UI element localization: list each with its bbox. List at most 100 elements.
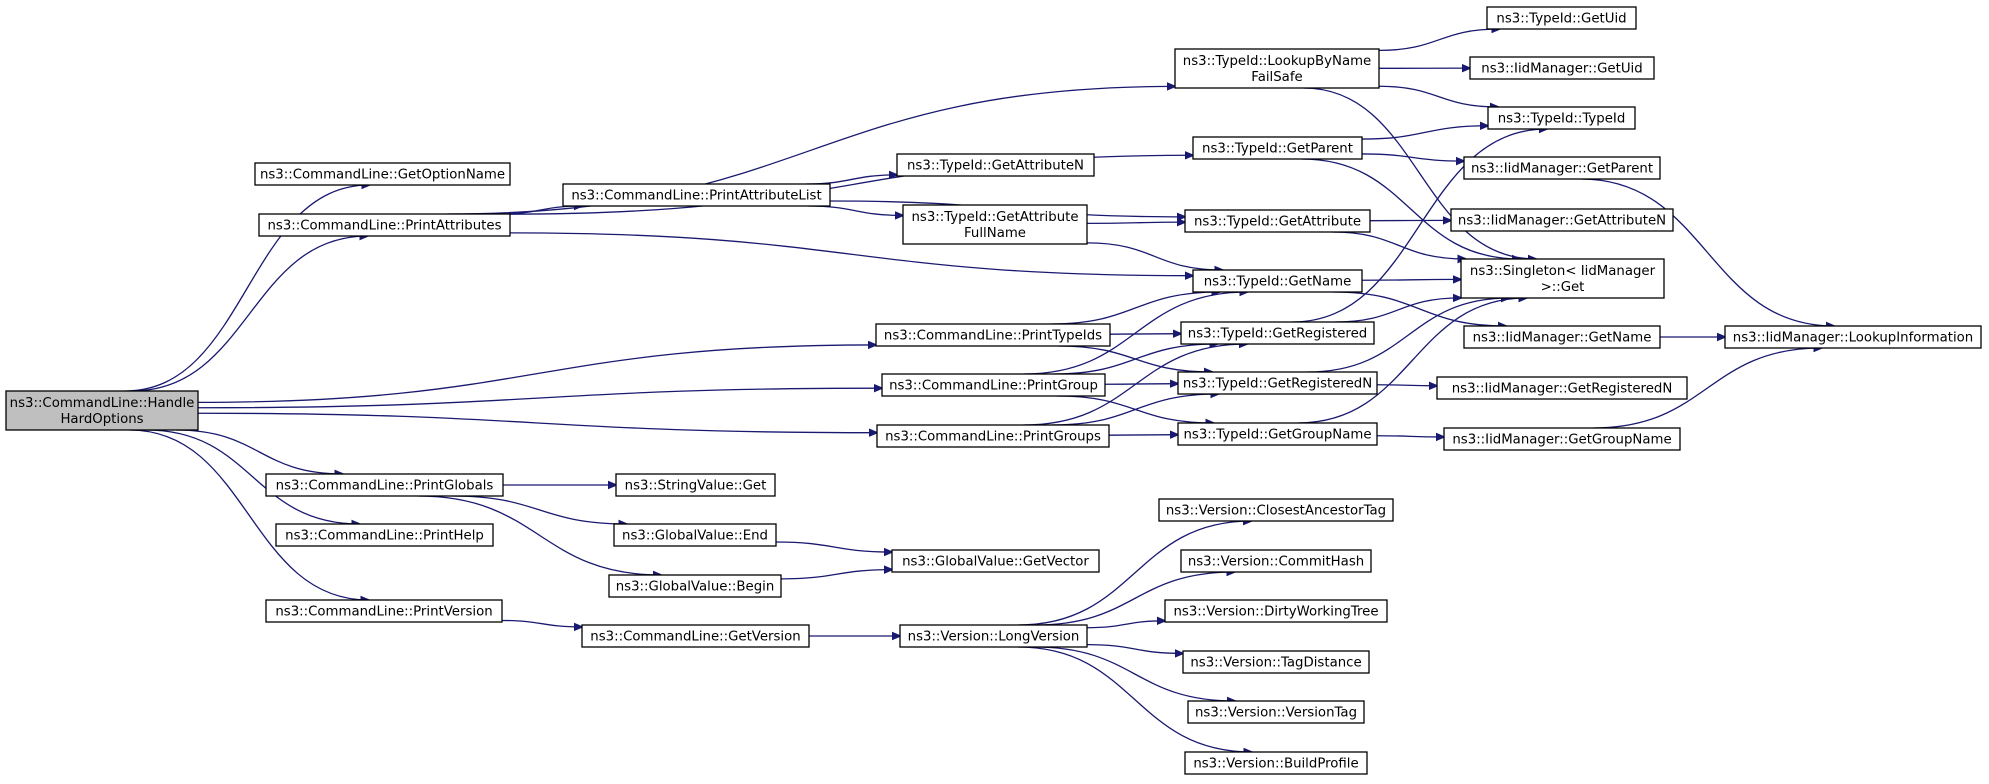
node-box xyxy=(899,624,1088,648)
edge-iidGetGroupName-to-lookupInformation xyxy=(1593,348,1821,429)
node-printTypeIds[interactable]: ns3::CommandLine::PrintTypeIds xyxy=(875,323,1111,347)
node-label: HardOptions xyxy=(60,412,143,427)
node-box xyxy=(1184,209,1371,233)
node-box xyxy=(1177,371,1378,395)
node-printAttributeList[interactable]: ns3::CommandLine::PrintAttributeList xyxy=(562,183,831,207)
edge-getParent-to-singletonGet xyxy=(1301,158,1520,259)
node-label: ns3::Version::LongVersion xyxy=(908,630,1080,645)
node-getRegisteredN[interactable]: ns3::TypeId::GetRegisteredN xyxy=(1177,371,1378,395)
node-printAttributes[interactable]: ns3::CommandLine::PrintAttributes xyxy=(258,213,511,237)
node-longVersion[interactable]: ns3::Version::LongVersion xyxy=(899,624,1088,648)
edge-getGroupName-to-singletonGet xyxy=(1297,298,1527,424)
node-box xyxy=(875,323,1111,347)
edge-globalValueBegin-to-globalValueGetVector xyxy=(780,570,892,580)
edge-printGroups-to-getRegistered xyxy=(1023,344,1247,426)
node-label: ns3::CommandLine::Handle xyxy=(10,396,195,411)
edge-lookupByName-to-typeIdGetUid xyxy=(1378,29,1500,52)
node-iidGetParent[interactable]: ns3::IidManager::GetParent xyxy=(1463,156,1661,180)
edge-getParent-to-iidGetParent xyxy=(1361,153,1464,161)
node-getRegistered[interactable]: ns3::TypeId::GetRegistered xyxy=(1180,321,1375,345)
edge-getName-to-singletonGet xyxy=(1361,279,1461,280)
node-tagDistance[interactable]: ns3::Version::TagDistance xyxy=(1182,650,1370,674)
node-label: ns3::Version::TagDistance xyxy=(1190,656,1361,671)
node-label: ns3::IidManager::LookupInformation xyxy=(1733,331,1973,346)
node-box xyxy=(1180,321,1375,345)
node-box xyxy=(1158,498,1394,522)
node-getVersion[interactable]: ns3::CommandLine::GetVersion xyxy=(581,624,810,648)
node-label: ns3::TypeId::TypeId xyxy=(1498,112,1626,127)
node-typeIdTypeId[interactable]: ns3::TypeId::TypeId xyxy=(1487,106,1636,130)
node-label: ns3::Version::CommitHash xyxy=(1188,555,1364,570)
node-label: ns3::TypeId::GetAttributeN xyxy=(907,159,1084,174)
edge-printGroup-to-getRegisteredN xyxy=(1104,384,1178,385)
edge-root-to-printGlobals xyxy=(175,429,343,474)
node-label: ns3::Version::BuildProfile xyxy=(1193,757,1358,772)
edge-getRegistered-to-typeIdTypeId xyxy=(1292,129,1547,323)
node-globalValueBegin[interactable]: ns3::GlobalValue::Begin xyxy=(608,574,782,598)
node-typeIdGetUid[interactable]: ns3::TypeId::GetUid xyxy=(1486,6,1637,30)
node-printGroup[interactable]: ns3::CommandLine::PrintGroup xyxy=(881,373,1106,397)
node-commitHash[interactable]: ns3::Version::CommitHash xyxy=(1180,549,1372,573)
node-box xyxy=(1450,208,1674,232)
node-printVersion[interactable]: ns3::CommandLine::PrintVersion xyxy=(265,599,503,623)
node-singletonGet[interactable]: ns3::Singleton< IidManager >::Get xyxy=(1460,258,1665,299)
node-iidGetGroupName[interactable]: ns3::IidManager::GetGroupName xyxy=(1443,427,1681,451)
node-label: ns3::TypeId::GetGroupName xyxy=(1183,428,1371,443)
node-getGroupName[interactable]: ns3::TypeId::GetGroupName xyxy=(1177,422,1378,446)
node-iidGetAttributeN[interactable]: ns3::IidManager::GetAttributeN xyxy=(1450,208,1674,232)
node-globalValueGetVector[interactable]: ns3::GlobalValue::GetVector xyxy=(891,549,1100,573)
node-box xyxy=(1164,599,1388,623)
node-label: ns3::CommandLine::GetVersion xyxy=(590,630,800,645)
node-getAttributeN[interactable]: ns3::TypeId::GetAttributeN xyxy=(896,153,1095,177)
edge-printGroup-to-getRegistered xyxy=(1053,344,1218,375)
node-getName[interactable]: ns3::TypeId::GetName xyxy=(1192,269,1363,293)
node-label: ns3::TypeId::GetParent xyxy=(1202,142,1353,157)
node-label: ns3::IidManager::GetParent xyxy=(1471,162,1653,177)
node-getOptionName[interactable]: ns3::CommandLine::GetOptionName xyxy=(254,162,511,186)
node-stringValueGet[interactable]: ns3::StringValue::Get xyxy=(615,473,776,497)
node-globalValueEnd[interactable]: ns3::GlobalValue::End xyxy=(613,523,777,547)
node-lookupInformation[interactable]: ns3::IidManager::LookupInformation xyxy=(1724,325,1982,349)
node-label: ns3::TypeId::GetAttribute xyxy=(1194,215,1361,230)
node-iidGetRegisteredN[interactable]: ns3::IidManager::GetRegisteredN xyxy=(1436,376,1688,400)
edge-getRegisteredN-to-singletonGet xyxy=(1307,298,1510,373)
edge-longVersion-to-versionTag xyxy=(1034,646,1235,701)
edge-globalValueEnd-to-globalValueGetVector xyxy=(775,541,892,552)
node-label: ns3::CommandLine::GetOptionName xyxy=(260,168,505,183)
node-closestAncestorTag[interactable]: ns3::Version::ClosestAncestorTag xyxy=(1158,498,1394,522)
function-nodes: ns3::CommandLine::HandleHardOptionsns3::… xyxy=(5,6,1982,775)
node-label: ns3::TypeId::GetName xyxy=(1204,275,1352,290)
node-box xyxy=(1463,156,1661,180)
node-getParent[interactable]: ns3::TypeId::GetParent xyxy=(1192,136,1363,160)
node-box xyxy=(265,473,504,497)
node-iidGetName[interactable]: ns3::IidManager::GetName xyxy=(1463,325,1661,349)
node-label: ns3::IidManager::GetUid xyxy=(1481,62,1642,77)
node-label: ns3::Version::ClosestAncestorTag xyxy=(1166,504,1386,519)
node-printGlobals[interactable]: ns3::CommandLine::PrintGlobals xyxy=(265,473,504,497)
edge-root-to-printAttributes xyxy=(131,236,368,392)
node-label: ns3::TypeId::GetRegisteredN xyxy=(1183,377,1372,392)
node-box xyxy=(902,204,1088,245)
node-buildProfile[interactable]: ns3::Version::BuildProfile xyxy=(1184,751,1368,775)
edge-iidGetParent-to-lookupInformation xyxy=(1580,178,1834,326)
node-box xyxy=(615,473,776,497)
node-label: ns3::IidManager::GetAttributeN xyxy=(1458,214,1666,229)
node-iidGetUid[interactable]: ns3::IidManager::GetUid xyxy=(1469,56,1655,80)
node-getAttribute[interactable]: ns3::TypeId::GetAttribute xyxy=(1184,209,1371,233)
edge-printVersion-to-getVersion xyxy=(501,619,582,626)
node-label: ns3::Version::VersionTag xyxy=(1195,706,1357,721)
node-label: ns3::TypeId::GetAttribute xyxy=(911,210,1078,225)
node-box xyxy=(881,373,1106,397)
edge-root-to-getOptionName xyxy=(125,185,369,392)
node-box xyxy=(1487,106,1636,130)
node-printGroups[interactable]: ns3::CommandLine::PrintGroups xyxy=(876,424,1110,448)
node-box xyxy=(1192,269,1363,293)
node-dirtyWorkingTree[interactable]: ns3::Version::DirtyWorkingTree xyxy=(1164,599,1388,623)
node-box xyxy=(1177,422,1378,446)
node-printHelp[interactable]: ns3::CommandLine::PrintHelp xyxy=(275,523,494,547)
node-box xyxy=(1180,549,1372,573)
node-versionTag[interactable]: ns3::Version::VersionTag xyxy=(1187,700,1365,724)
